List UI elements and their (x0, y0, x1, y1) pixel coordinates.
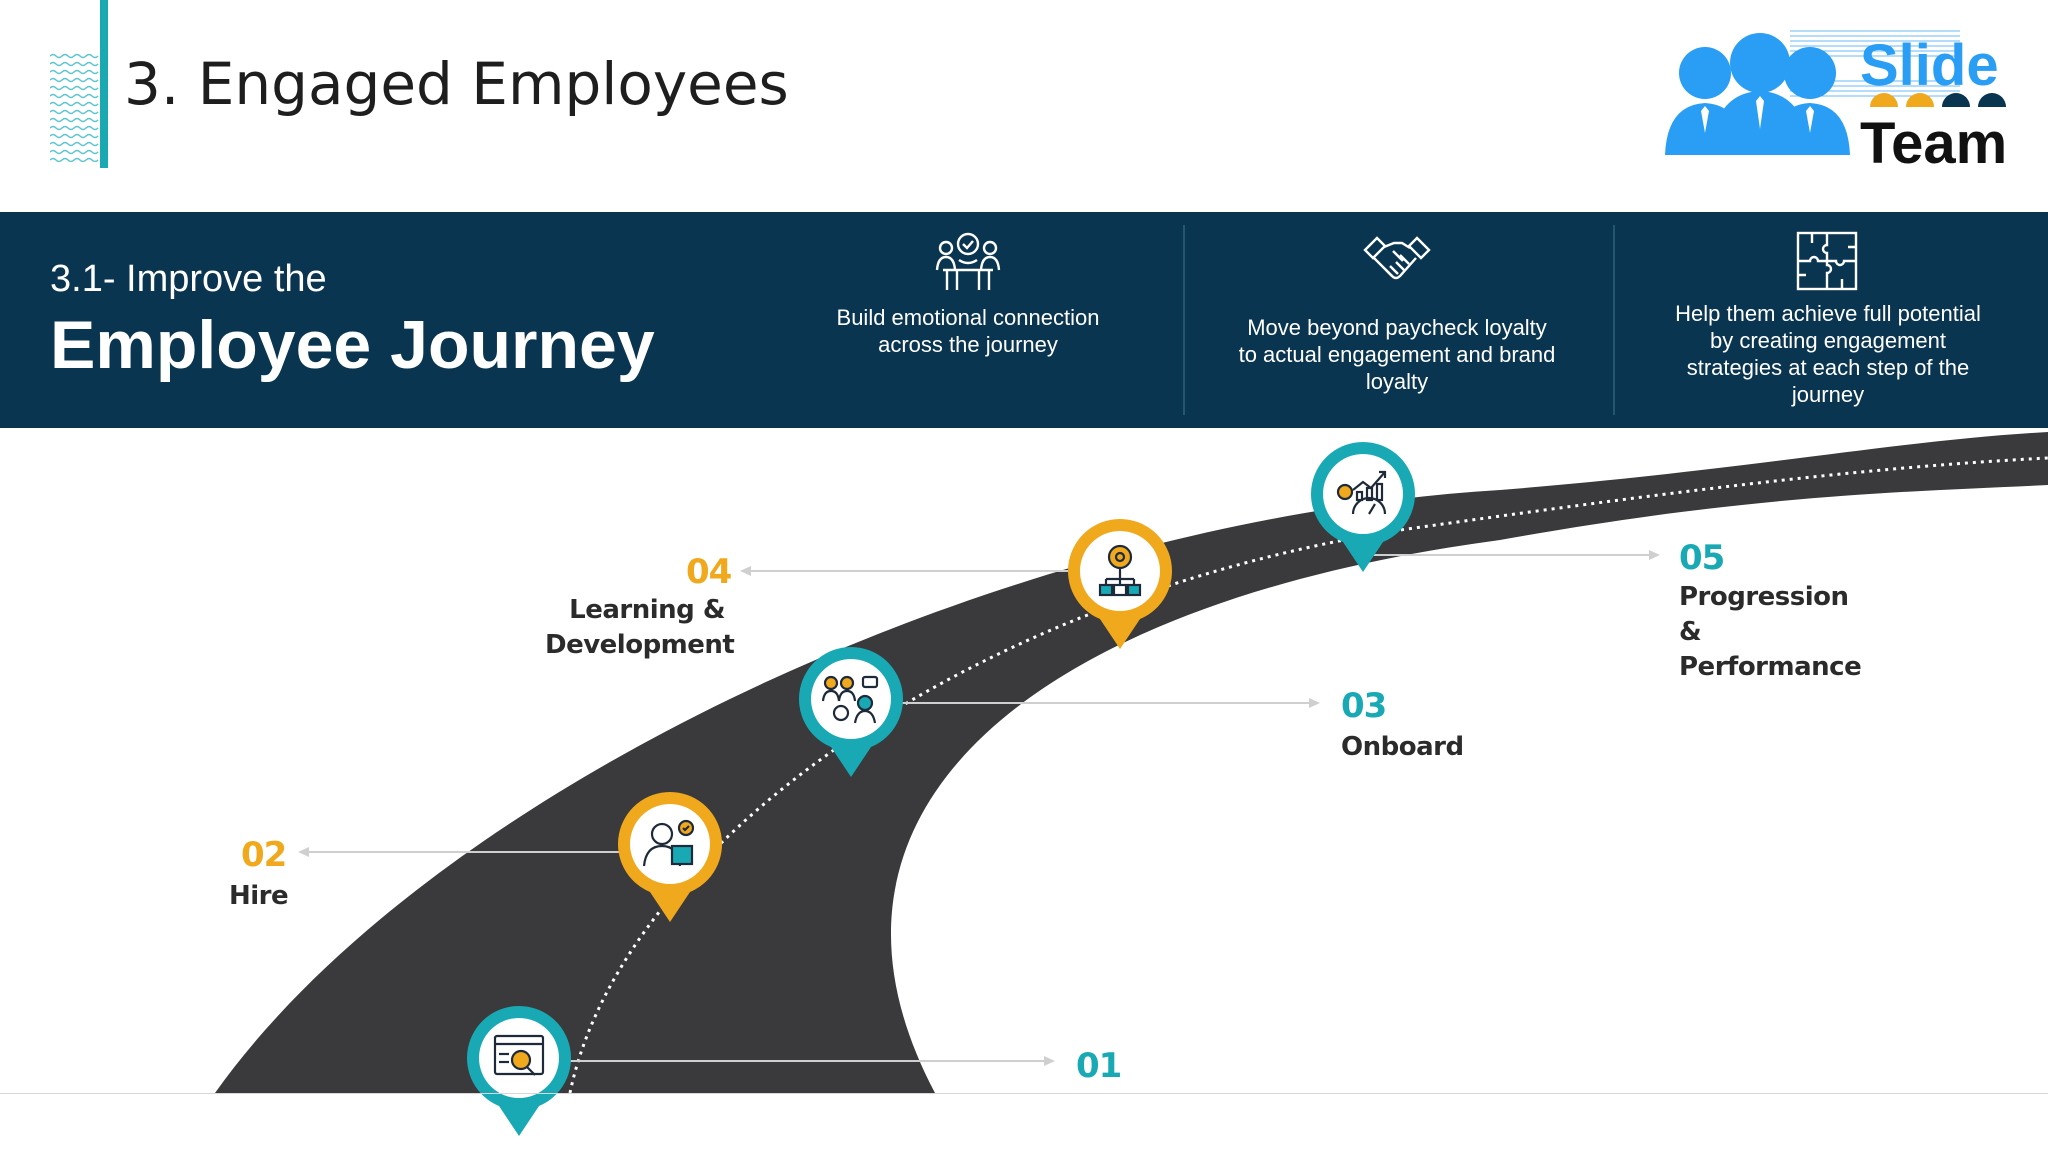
banner-divider (1183, 225, 1185, 415)
step-4-pin-icon (1068, 519, 1172, 649)
banner-divider (1613, 225, 1615, 415)
handshake-icon (1363, 236, 1431, 280)
banner-subtitle-main: Employee Journey (50, 307, 655, 383)
step-3-label: Onboard (1341, 732, 1464, 762)
growth-chart-icon (1336, 470, 1387, 515)
slide-title: 3. Engaged Employees (124, 50, 789, 118)
step-4-number: 04 (686, 552, 732, 592)
team-connection-icon (935, 232, 1001, 290)
banner-item-1-text: Build emotional connection across the jo… (836, 305, 1100, 357)
wave-pattern-decoration (50, 53, 99, 162)
team-onboarding-icon (821, 675, 879, 724)
banner-item-3-text: Help them achieve full potential by crea… (1675, 301, 1981, 407)
hired-employee-icon (642, 819, 695, 867)
banner-item-2-text: Move beyond paycheck loyalty to actual e… (1238, 315, 1556, 394)
step-1-number: 01 (1076, 1046, 1122, 1086)
step-2-number: 02 (241, 835, 287, 875)
title-accent-bar (100, 0, 108, 168)
step-5-number: 05 (1679, 538, 1725, 578)
step-3-number: 03 (1341, 686, 1387, 726)
banner-subtitle-prefix: 3.1- Improve the (50, 258, 327, 300)
step-5-label: Progression & Performance (1679, 582, 1862, 682)
skill-development-icon (1098, 544, 1142, 597)
step-3-pin-icon (799, 647, 903, 777)
step-5-pin-icon (1311, 442, 1415, 572)
puzzle-icon (1796, 231, 1858, 291)
journey-banner (0, 212, 2048, 428)
logo-text-team: Team (1860, 111, 2007, 170)
step-1-pin-icon (467, 1006, 571, 1136)
step-2-pin-icon (618, 792, 722, 922)
step-4-label: Learning & Development (545, 595, 735, 660)
recruitment-search-icon (493, 1034, 545, 1076)
bottom-divider (0, 1093, 2048, 1094)
logo-text-slide: Slide (1860, 33, 1999, 98)
slideteam-logo: Slide Team (1665, 30, 2007, 170)
step-2-label: Hire (229, 881, 289, 911)
